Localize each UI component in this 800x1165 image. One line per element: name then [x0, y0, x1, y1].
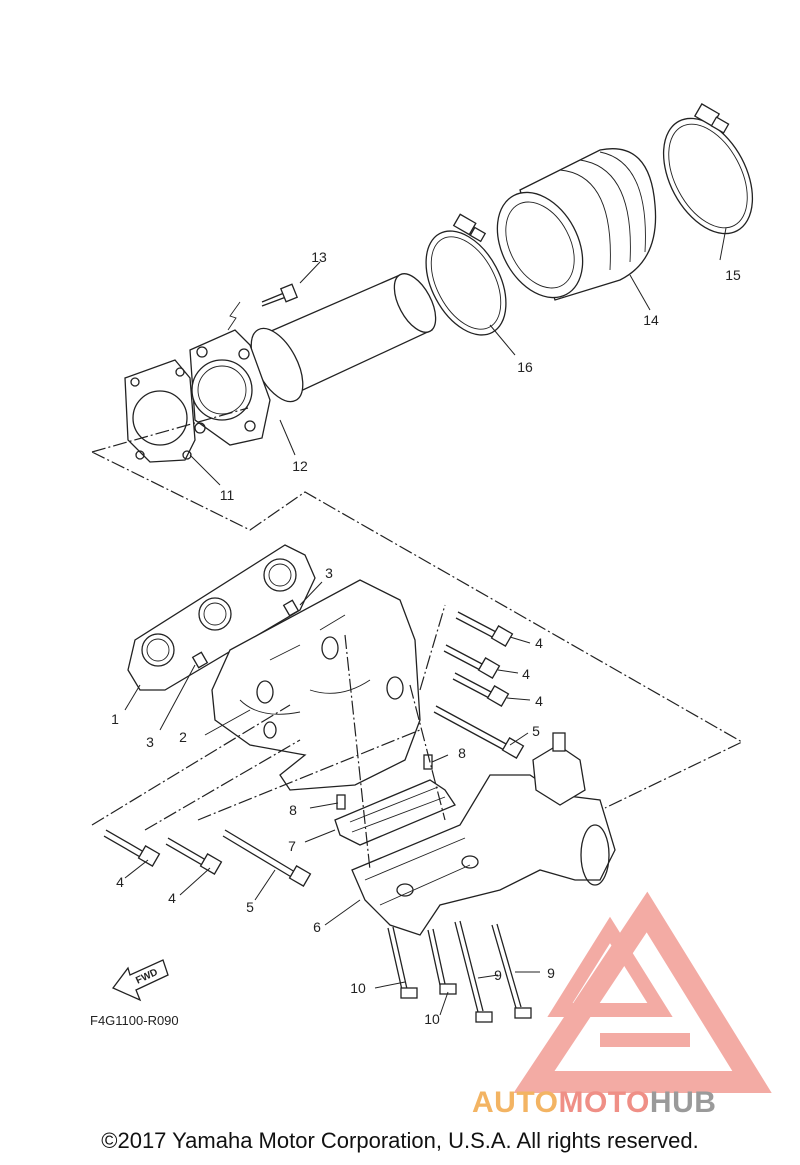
label-3-upper: 3: [325, 565, 333, 581]
label-5-lower-left: 5: [246, 899, 254, 915]
label-1: 1: [111, 711, 119, 727]
label-2: 2: [179, 729, 187, 745]
label-13: 13: [311, 249, 327, 265]
dowel-pin-8b: [336, 794, 346, 810]
watermark-logo-triangle: [513, 891, 772, 1093]
fwd-arrow-icon: FWD: [111, 959, 169, 1002]
label-3-lower: 3: [146, 734, 154, 750]
label-14: 14: [643, 312, 659, 328]
leader-lines: [124, 227, 727, 1016]
label-6: 6: [313, 919, 321, 935]
bolt-5-lower-left: [222, 829, 312, 887]
rubber-joint-14: [496, 148, 657, 301]
stud-9a: [454, 920, 493, 1023]
clamp-16: [425, 213, 507, 336]
stud-10a: [387, 926, 418, 999]
bolt-4-mid-right: [443, 644, 501, 679]
exhaust-pipe-12: [189, 273, 437, 446]
watermark-brand: AUTOMOTOHUB: [472, 1086, 716, 1120]
label-4-mid-right: 4: [522, 666, 530, 682]
gasket-1: [127, 544, 316, 691]
label-4-lower-left-a: 4: [116, 874, 124, 890]
stud-9b: [491, 923, 532, 1019]
exhaust-body-6: [351, 732, 616, 936]
label-10-a: 10: [350, 980, 366, 996]
label-16: 16: [517, 359, 533, 375]
label-8-lower: 8: [289, 802, 297, 818]
diagram-code: F4G1100-R090: [90, 1013, 179, 1028]
label-11: 11: [220, 487, 235, 503]
label-8-upper: 8: [458, 745, 466, 761]
bolt-4-lower-left-b: [165, 837, 223, 875]
bolt-5-right: [433, 705, 525, 759]
upper-group-outline: [91, 407, 744, 809]
bolt-13: [227, 283, 299, 331]
label-4-upper-right: 4: [535, 635, 543, 651]
dowel-pin-3b: [191, 651, 209, 669]
dowel-pin-3a: [282, 599, 300, 617]
label-15: 15: [725, 267, 741, 283]
label-9-b: 9: [547, 965, 555, 981]
stud-10b: [427, 928, 457, 995]
label-4-lower-right: 4: [535, 693, 543, 709]
bolt-4-lower-right: [452, 672, 510, 707]
bolt-4-upper-right: [455, 611, 514, 647]
label-9-a: 9: [494, 967, 502, 983]
lower-group-outline: [91, 604, 446, 871]
gasket-11: [124, 359, 196, 463]
label-10-b: 10: [424, 1011, 440, 1027]
clamp-15: [662, 103, 754, 235]
label-12: 12: [292, 458, 308, 474]
label-5-right: 5: [532, 723, 540, 739]
brand-auto: AUTO: [472, 1086, 559, 1119]
bolt-4-lower-left-a: [103, 829, 161, 867]
brand-moto: MOTO: [558, 1086, 650, 1119]
label-4-lower-left-b: 4: [168, 890, 176, 906]
brand-hub: HUB: [649, 1086, 717, 1119]
copyright-notice: ©2017 Yamaha Motor Corporation, U.S.A. A…: [101, 1128, 699, 1153]
label-7: 7: [288, 838, 296, 854]
exhaust-manifold-2: [211, 579, 421, 791]
